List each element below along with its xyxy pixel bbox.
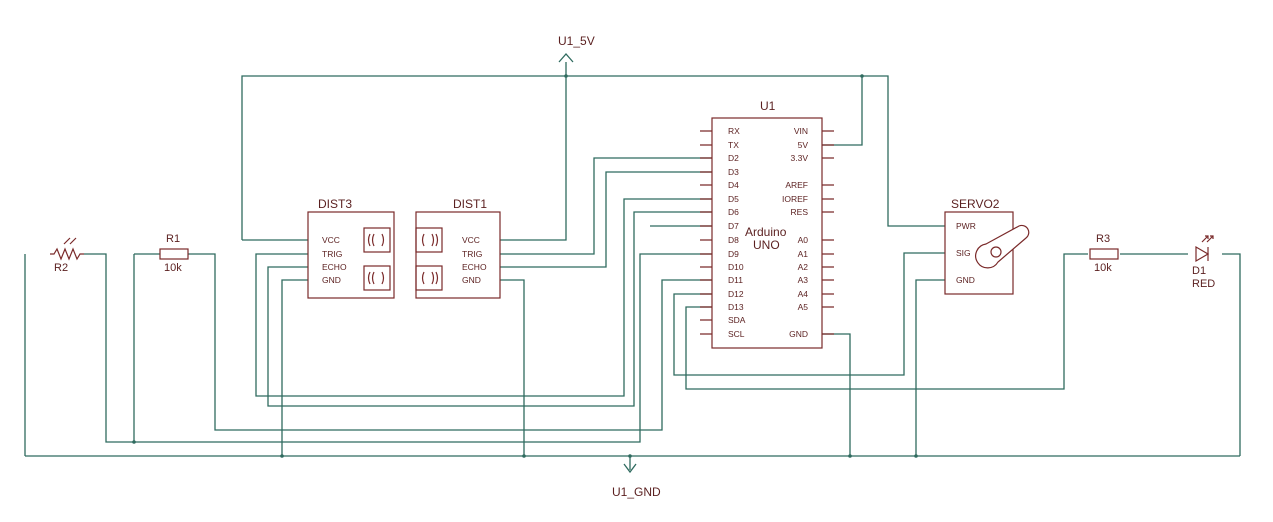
svg-text:ECHO: ECHO bbox=[322, 262, 347, 272]
svg-text:IOREF: IOREF bbox=[782, 194, 808, 204]
svg-text:TX: TX bbox=[728, 140, 739, 150]
supply-label: U1_5V bbox=[558, 34, 595, 48]
resistor-r3[interactable]: R3 10k bbox=[1089, 233, 1119, 274]
arduino-title-1: Arduino bbox=[745, 225, 787, 239]
r1-ref: R1 bbox=[166, 233, 180, 245]
svg-text:D6: D6 bbox=[728, 207, 739, 217]
wires bbox=[24, 62, 1241, 470]
svg-text:D13: D13 bbox=[728, 302, 744, 312]
svg-text:TRIG: TRIG bbox=[462, 249, 482, 259]
dist3-transducer-icon bbox=[363, 227, 391, 291]
ground-arrow-icon bbox=[623, 463, 637, 474]
r3-value: 10k bbox=[1094, 262, 1112, 274]
light-emission-icon bbox=[1201, 235, 1214, 243]
d1-ref: D1 bbox=[1192, 265, 1206, 277]
svg-text:GND: GND bbox=[322, 275, 341, 285]
light-arrows-icon bbox=[63, 237, 77, 245]
svg-text:GND: GND bbox=[462, 275, 481, 285]
svg-text:D8: D8 bbox=[728, 235, 739, 245]
svg-text:5V: 5V bbox=[798, 140, 809, 150]
svg-text:A1: A1 bbox=[798, 249, 809, 259]
svg-text:D3: D3 bbox=[728, 167, 739, 177]
servo-ref: SERVO2 bbox=[951, 197, 1000, 211]
svg-text:SDA: SDA bbox=[728, 315, 746, 325]
svg-text:A5: A5 bbox=[798, 302, 809, 312]
svg-text:VCC: VCC bbox=[322, 235, 340, 245]
r3-ref: R3 bbox=[1096, 233, 1110, 245]
svg-text:ECHO: ECHO bbox=[462, 262, 487, 272]
svg-text:AREF: AREF bbox=[785, 180, 808, 190]
dist3-ref: DIST3 bbox=[318, 197, 352, 211]
arduino-ref: U1 bbox=[760, 99, 776, 113]
diode-triangle-icon bbox=[1195, 245, 1210, 263]
ground-symbol: U1_GND bbox=[612, 463, 661, 499]
servo-horn-icon bbox=[975, 224, 1030, 269]
svg-text:A4: A4 bbox=[798, 289, 809, 299]
ultrasonic-sensor-dist1[interactable]: DIST1 VCC TRIG ECHO GND bbox=[415, 197, 501, 299]
svg-text:D4: D4 bbox=[728, 180, 739, 190]
d1-value: RED bbox=[1192, 278, 1215, 290]
arduino-title-2: UNO bbox=[753, 238, 780, 252]
svg-text:GND: GND bbox=[956, 275, 975, 285]
resistor-r1[interactable]: R1 10k bbox=[134, 233, 204, 274]
svg-text:3.3V: 3.3V bbox=[791, 153, 809, 163]
photoresistor-r2[interactable]: R2 bbox=[50, 237, 84, 274]
supply-5v-symbol: U1_5V bbox=[558, 34, 595, 63]
svg-text:RX: RX bbox=[728, 126, 740, 136]
svg-text:D7: D7 bbox=[728, 221, 739, 231]
arduino-right-pin-labels: VIN 5V 3.3V AREF IOREF RES A0 A1 A2 A3 A… bbox=[782, 126, 808, 339]
resistor-icon bbox=[159, 248, 189, 260]
arduino-uno-u1[interactable]: U1 Arduino UNO RX TX D2 D3 D4 D5 D6 D7 D… bbox=[700, 99, 834, 349]
junctions bbox=[132, 74, 918, 458]
svg-text:GND: GND bbox=[789, 329, 808, 339]
arduino-left-pin-labels: RX TX D2 D3 D4 D5 D6 D7 D8 D9 D10 D11 D1… bbox=[728, 126, 746, 339]
ground-label: U1_GND bbox=[612, 485, 661, 499]
svg-text:PWR: PWR bbox=[956, 221, 976, 231]
svg-text:D2: D2 bbox=[728, 153, 739, 163]
svg-text:A3: A3 bbox=[798, 275, 809, 285]
svg-text:D10: D10 bbox=[728, 262, 744, 272]
resistor-icon bbox=[1089, 248, 1119, 260]
svg-text:D12: D12 bbox=[728, 289, 744, 299]
photoresistor-icon bbox=[50, 247, 84, 261]
ultrasonic-sensor-dist3[interactable]: DIST3 VCC TRIG ECHO GND bbox=[307, 197, 395, 299]
svg-text:VCC: VCC bbox=[462, 235, 480, 245]
r1-value: 10k bbox=[164, 262, 182, 274]
svg-text:VIN: VIN bbox=[794, 126, 808, 136]
svg-text:D11: D11 bbox=[728, 275, 743, 285]
led-d1[interactable]: D1 RED bbox=[1192, 235, 1215, 290]
servo-servo2[interactable]: SERVO2 PWR SIG GND bbox=[944, 197, 1030, 295]
svg-text:SIG: SIG bbox=[956, 248, 971, 258]
supply-arrow-icon bbox=[558, 53, 574, 63]
svg-text:RES: RES bbox=[791, 207, 809, 217]
svg-text:SCL: SCL bbox=[728, 329, 745, 339]
svg-text:D9: D9 bbox=[728, 249, 739, 259]
dist1-transducer-icon bbox=[415, 227, 443, 291]
svg-text:TRIG: TRIG bbox=[322, 249, 342, 259]
svg-text:A2: A2 bbox=[798, 262, 809, 272]
svg-text:A0: A0 bbox=[798, 235, 809, 245]
svg-text:D5: D5 bbox=[728, 194, 739, 204]
r2-ref: R2 bbox=[54, 262, 68, 274]
dist1-ref: DIST1 bbox=[453, 197, 487, 211]
